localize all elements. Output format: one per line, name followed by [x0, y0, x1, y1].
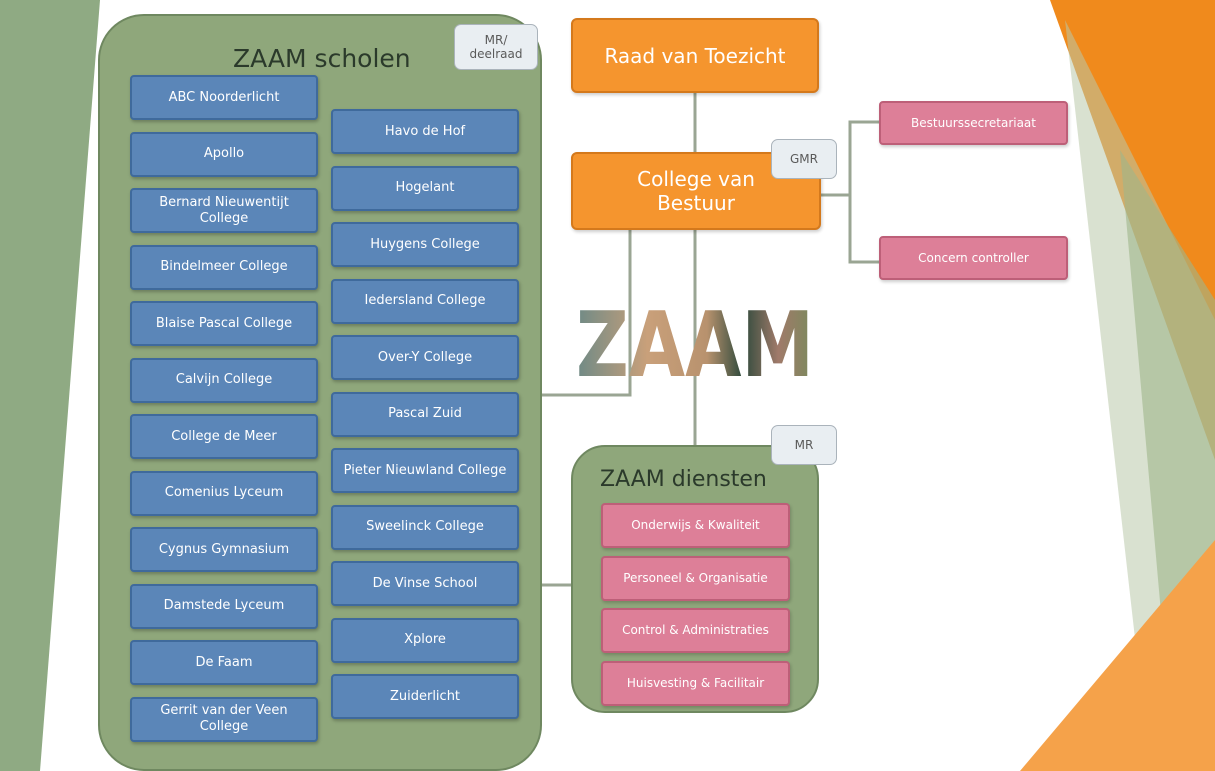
school-label: Damstede Lyceum: [163, 598, 285, 613]
school-gerrit-van-der-veen-college[interactable]: Gerrit van der Veen College: [130, 696, 318, 742]
school-label: Havo de Hof: [384, 123, 466, 139]
school-label: Iedersland College: [364, 293, 486, 308]
diensten-title: ZAAM diensten: [600, 467, 767, 492]
dienst-label: Control & Administraties: [622, 623, 769, 637]
school-havo-de-hof[interactable]: Havo de Hof: [331, 109, 519, 154]
dienst-huisvesting-facilitair[interactable]: Huisvesting & Facilitair: [601, 660, 790, 706]
zaam-logo: ZAAM: [576, 302, 814, 382]
scholen-title: ZAAM scholen: [233, 44, 411, 73]
school-de-vinse-school[interactable]: De Vinse School: [331, 561, 519, 606]
school-label: College de Meer: [171, 428, 277, 444]
school-label: Blaise Pascal College: [155, 315, 293, 331]
school-label: Pieter Nieuwland College: [343, 462, 507, 478]
school-apollo[interactable]: Apollo: [130, 131, 318, 177]
school-bernard-nieuwentijt-college[interactable]: Bernard Nieuwentijt College: [130, 188, 318, 233]
dienst-label: Personeel & Organisatie: [623, 570, 768, 585]
school-iedersland-college[interactable]: Iedersland College: [331, 278, 519, 324]
left-green-band: [0, 0, 100, 771]
school-pascal-zuid[interactable]: Pascal Zuid: [331, 391, 519, 437]
school-huygens-college[interactable]: Huygens College: [331, 222, 519, 267]
school-damstede-lyceum[interactable]: Damstede Lyceum: [130, 583, 318, 629]
school-label: Huygens College: [370, 236, 480, 252]
school-label: Bernard Nieuwentijt College: [159, 194, 289, 226]
school-label: De Vinse School: [372, 575, 478, 591]
school-bindelmeer-college[interactable]: Bindelmeer College: [130, 244, 318, 290]
concern-controller-label: Concern controller: [918, 250, 1029, 265]
school-hogelant[interactable]: Hogelant: [331, 165, 519, 211]
school-label: Zuiderlicht: [389, 688, 461, 704]
dienst-label: Huisvesting & Facilitair: [626, 675, 765, 690]
school-over-y-college[interactable]: Over-Y College: [331, 335, 519, 380]
gmr-badge: GMR: [771, 139, 837, 179]
mr-deelraad-badge: MR/ deelraad: [454, 24, 538, 70]
school-pieter-nieuwland-college[interactable]: Pieter Nieuwland College: [331, 448, 519, 493]
school-sweelinck-college[interactable]: Sweelinck College: [331, 504, 519, 550]
school-xplore[interactable]: Xplore: [331, 617, 519, 663]
school-label: Pascal Zuid: [388, 406, 462, 421]
bestuurssecretariaat-box[interactable]: Bestuurssecretariaat: [879, 101, 1068, 145]
school-abc-noorderlicht[interactable]: ABC Noorderlicht: [130, 75, 318, 120]
school-label: Hogelant: [395, 180, 455, 195]
svg-text:ZAAM: ZAAM: [576, 302, 814, 382]
school-label: Apollo: [203, 146, 245, 161]
school-label: Bindelmeer College: [160, 259, 288, 274]
school-label: Over-Y College: [377, 349, 473, 365]
school-label: Calvijn College: [175, 372, 273, 387]
school-label: Sweelinck College: [366, 519, 484, 534]
raad-van-toezicht-box[interactable]: Raad van Toezicht: [571, 18, 819, 93]
concern-controller-box[interactable]: Concern controller: [879, 236, 1068, 280]
bestuurssecretariaat-label: Bestuurssecretariaat: [911, 115, 1036, 130]
dienst-onderwijs-kwaliteit[interactable]: Onderwijs & Kwaliteit: [601, 503, 790, 548]
school-de-faam[interactable]: De Faam: [130, 640, 318, 685]
dienst-label: Onderwijs & Kwaliteit: [631, 518, 760, 532]
school-label: Gerrit van der Veen College: [160, 703, 288, 734]
school-label: ABC Noorderlicht: [168, 89, 280, 105]
bottom-right-orange-shape: [1020, 540, 1215, 771]
dienst-personeel-organisatie[interactable]: Personeel & Organisatie: [601, 555, 790, 601]
mr-badge: MR: [771, 425, 837, 465]
school-label: Cygnus Gymnasium: [158, 541, 290, 557]
school-calvijn-college[interactable]: Calvijn College: [130, 357, 318, 403]
raad-van-toezicht-label: Raad van Toezicht: [604, 43, 786, 68]
college-van-bestuur-label: College van Bestuur: [637, 167, 755, 215]
school-college-de-meer[interactable]: College de Meer: [130, 414, 318, 459]
school-blaise-pascal-college[interactable]: Blaise Pascal College: [130, 301, 318, 346]
school-label: Xplore: [404, 632, 446, 647]
school-cygnus-gymnasium[interactable]: Cygnus Gymnasium: [130, 527, 318, 572]
connector-lines: [542, 92, 880, 587]
school-zuiderlicht[interactable]: Zuiderlicht: [331, 674, 519, 719]
school-label: Comenius Lyceum: [164, 485, 284, 500]
school-comenius-lyceum[interactable]: Comenius Lyceum: [130, 470, 318, 516]
school-label: De Faam: [195, 654, 253, 670]
dienst-control-administraties[interactable]: Control & Administraties: [601, 608, 790, 653]
